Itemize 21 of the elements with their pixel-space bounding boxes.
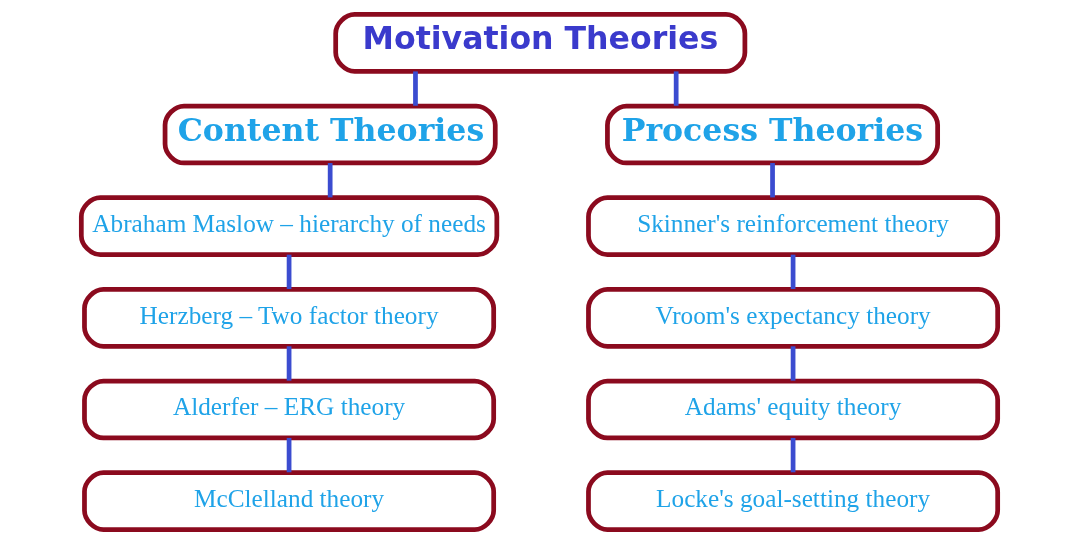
connector [790,346,795,381]
node-box: Content Theories [162,103,498,166]
connector [769,163,775,198]
node-box: Process Theories [604,103,940,166]
node-box: Vroom's expectancy theory [585,287,1000,349]
node-box: Motivation Theories [332,12,747,74]
connector [790,437,795,473]
connector [286,437,291,473]
node-box: Skinner's reinforcement theory [585,195,1000,257]
node-box: Abraham Maslow – hierarchy of needs [78,195,499,257]
connector [286,346,291,381]
node-box: Alderfer – ERG theory [81,378,496,441]
node-box: McClelland theory [81,470,496,532]
connector [790,254,795,290]
connector [412,71,418,106]
connector [673,71,679,106]
node-box: Herzberg – Two factor theory [81,287,496,349]
connector [327,163,333,198]
connector [286,254,291,290]
node-box: Adams' equity theory [585,378,1000,441]
node-box: Locke's goal-setting theory [585,470,1000,532]
